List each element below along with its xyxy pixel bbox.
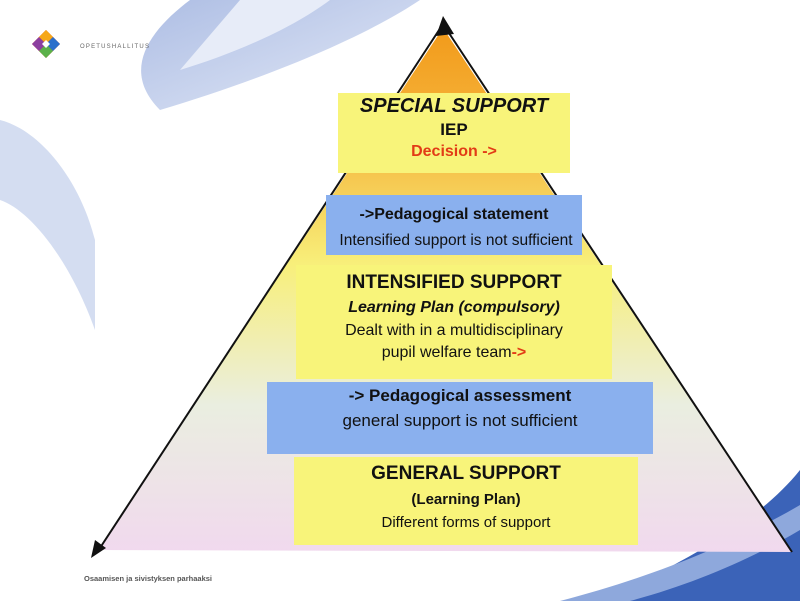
top-swoosh: [141, 0, 420, 110]
logo-icon: [32, 30, 60, 58]
decision-label: Decision ->: [411, 143, 497, 161]
pedagogical-assessment-title: -> Pedagogical assessment: [348, 386, 572, 405]
footer-text: Osaamisen ja sivistyksen parhaaksi: [84, 574, 212, 583]
logo-text: OPETUSHALLITUS: [80, 44, 151, 50]
different-forms-text: Different forms of support: [381, 513, 551, 531]
top-swoosh-light: [180, 0, 330, 70]
pupil-welfare-text: pupil welfare team: [381, 344, 512, 362]
bottom-right-swoosh: [600, 470, 800, 601]
iep-label: IEP: [440, 120, 468, 139]
general-support-title: GENERAL SUPPORT: [371, 463, 561, 484]
left-swoosh: [0, 120, 95, 330]
pedagogical-statement-box: ->Pedagogical statement: [326, 195, 582, 255]
multidisciplinary-line: Dealt with in a multidisciplinary: [345, 321, 563, 339]
general-learning-plan: (Learning Plan): [411, 490, 521, 508]
special-support-box: SPECIAL SUPPORT IEP Decision ->: [338, 93, 570, 173]
special-support-title: SPECIAL SUPPORT: [359, 95, 549, 117]
learning-plan-compulsory: Learning Plan (compulsory): [348, 298, 560, 316]
general-support-box: GENERAL SUPPORT (Learning Plan) Differen…: [294, 457, 638, 545]
pedagogical-assessment-box: -> Pedagogical assessment general suppor…: [267, 382, 653, 454]
intensified-support-box: INTENSIFIED SUPPORT Learning Plan (compu…: [296, 265, 612, 379]
pedagogical-assessment-text: general support is not sufficient: [342, 411, 578, 431]
intensified-support-title: INTENSIFIED SUPPORT: [346, 272, 562, 293]
apex-arrowhead: [436, 16, 454, 36]
pupil-welfare-arrow: ->: [511, 344, 527, 362]
pedagogical-statement-text: Intensified support is not sufficient: [339, 232, 573, 249]
bottom-right-swoosh-light: [560, 505, 800, 601]
base-arrowhead: [91, 540, 106, 558]
pupil-welfare-line: pupil welfare team->: [296, 343, 612, 362]
pedagogical-statement-title: ->Pedagogical statement: [359, 206, 549, 223]
